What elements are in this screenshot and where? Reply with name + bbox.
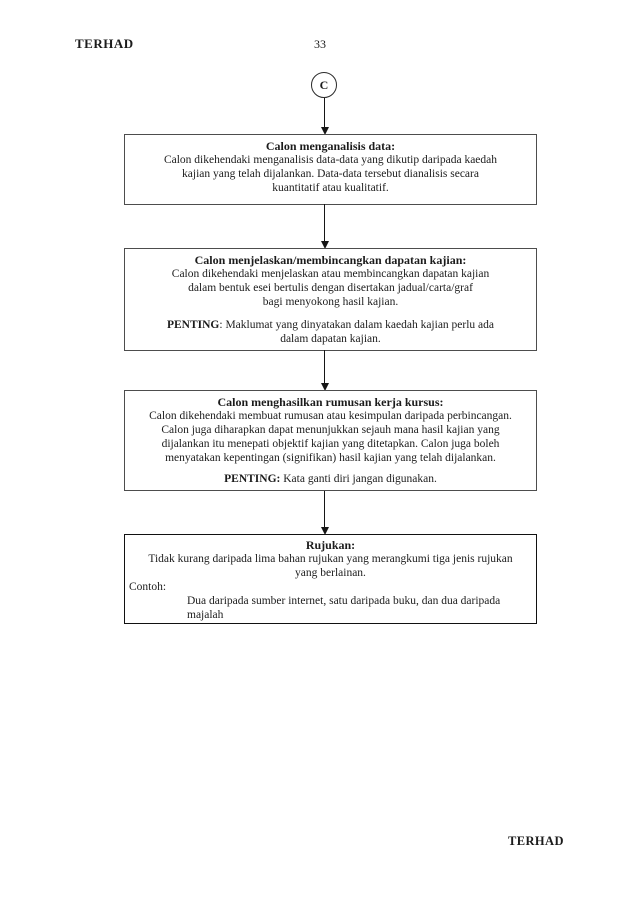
box-body: Calon dikehendaki membuat rumusan atau k… (149, 410, 512, 464)
arrow-head (320, 241, 329, 249)
arrow-shaft (323, 350, 326, 384)
flow-arrow-down-icon (318, 350, 331, 391)
page-number: 33 (314, 37, 326, 51)
box-title: Calon menjelaskan/membincangkan dapatan … (194, 253, 467, 267)
header-classification: TERHAD (75, 36, 134, 51)
arrow-head (320, 383, 329, 391)
flowchart-connector-circle: C (311, 72, 337, 98)
box-note: PENTING: Kata ganti diri jangan digunaka… (133, 472, 528, 486)
flowchart-box-rujukan: Rujukan: Tidak kurang daripada lima baha… (124, 534, 537, 624)
box-note: PENTING: Maklumat yang dinyatakan dalam … (133, 318, 528, 346)
flowchart-box-dapatan-kajian: Calon menjelaskan/membincangkan dapatan … (124, 248, 537, 351)
arrow-shaft (323, 204, 326, 242)
flow-arrow-down-icon (318, 98, 331, 135)
note-text: Kata ganti diri jangan digunakan. (280, 473, 437, 485)
box-body: Tidak kurang daripada lima bahan rujukan… (148, 553, 513, 579)
note-label: PENTING (166, 319, 220, 331)
flow-arrow-down-icon (318, 491, 331, 535)
note-label: PENTING: (224, 473, 281, 485)
flowchart-box-analisis-data: Calon menganalisis data: Calon dikehenda… (124, 134, 537, 205)
box-title: Rujukan: (305, 538, 356, 552)
flow-arrow-down-icon (318, 204, 331, 249)
box-title: Calon menghasilkan rumusan kerja kursus: (217, 395, 444, 409)
note-text: : Maklumat yang dinyatakan dalam kaedah … (219, 319, 495, 345)
box-body: Calon dikehendaki menjelaskan atau membi… (171, 268, 490, 308)
flowchart-box-rumusan-kursus: Calon menghasilkan rumusan kerja kursus:… (124, 390, 537, 491)
connector-label: C (319, 77, 329, 92)
contoh-text: Dua daripada sumber internet, satu darip… (187, 595, 501, 621)
box-title: Calon menganalisis data: (265, 139, 396, 153)
arrow-head (320, 527, 329, 535)
box-body: Calon dikehendaki menganalisis data-data… (163, 154, 498, 194)
contoh-label: Contoh: (129, 581, 167, 593)
arrow-head (320, 127, 329, 135)
arrow-shaft (323, 98, 326, 128)
arrow-shaft (323, 491, 326, 528)
footer-classification: TERHAD (508, 834, 564, 848)
